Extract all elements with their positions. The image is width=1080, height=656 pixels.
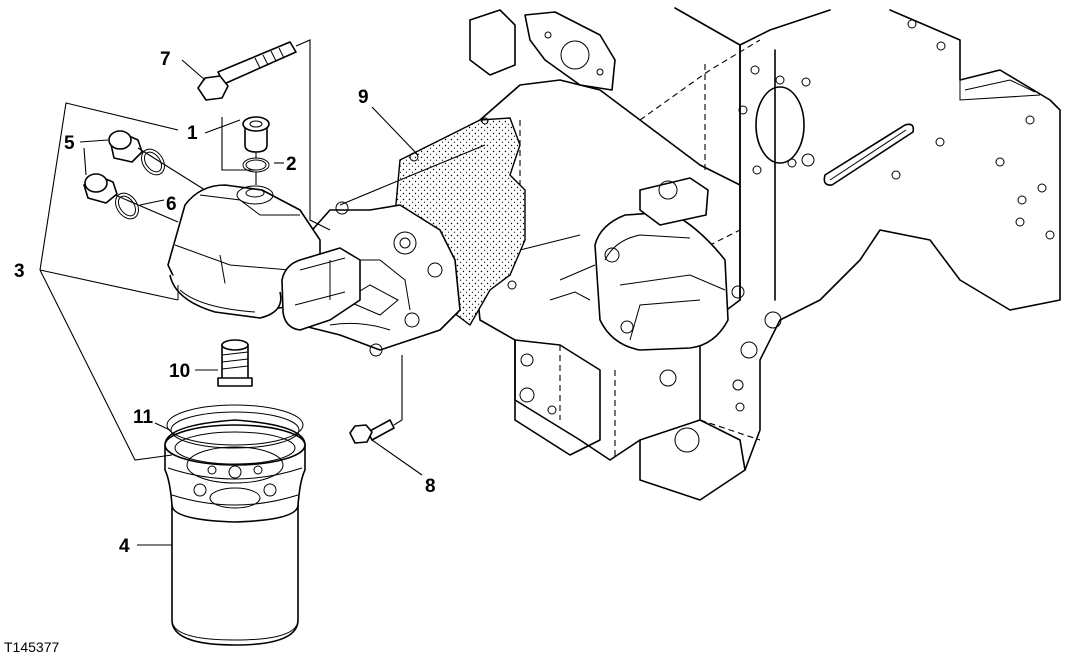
callout-labels: 1 2 3 4 5 6 7 8 9 10 11 <box>14 49 436 557</box>
cap-screw-part-7 <box>197 41 297 101</box>
callout-10: 10 <box>169 361 190 382</box>
callout-11: 11 <box>133 407 154 428</box>
callout-leaders <box>39 59 423 546</box>
oil-filter-part-4 <box>164 419 306 646</box>
alignment-lines <box>114 39 581 426</box>
callout-5: 5 <box>64 133 75 154</box>
filter-seal-part-11 <box>166 404 304 449</box>
plug-part-5 <box>83 130 143 204</box>
filter-header-assembly-part-3 <box>167 184 461 357</box>
plug-part-1 <box>242 116 270 153</box>
valve-part-10 <box>217 339 253 387</box>
callout-6: 6 <box>166 194 177 215</box>
callout-4: 4 <box>119 536 130 557</box>
callout-3: 3 <box>14 261 25 282</box>
cap-screw-part-8 <box>349 419 395 444</box>
callout-1: 1 <box>187 123 198 144</box>
engine-block <box>469 7 1061 501</box>
figure-id: T145377 <box>4 639 59 655</box>
callout-9: 9 <box>358 87 369 108</box>
callout-2: 2 <box>286 154 297 175</box>
callout-7: 7 <box>160 49 171 70</box>
callout-8: 8 <box>425 476 436 497</box>
